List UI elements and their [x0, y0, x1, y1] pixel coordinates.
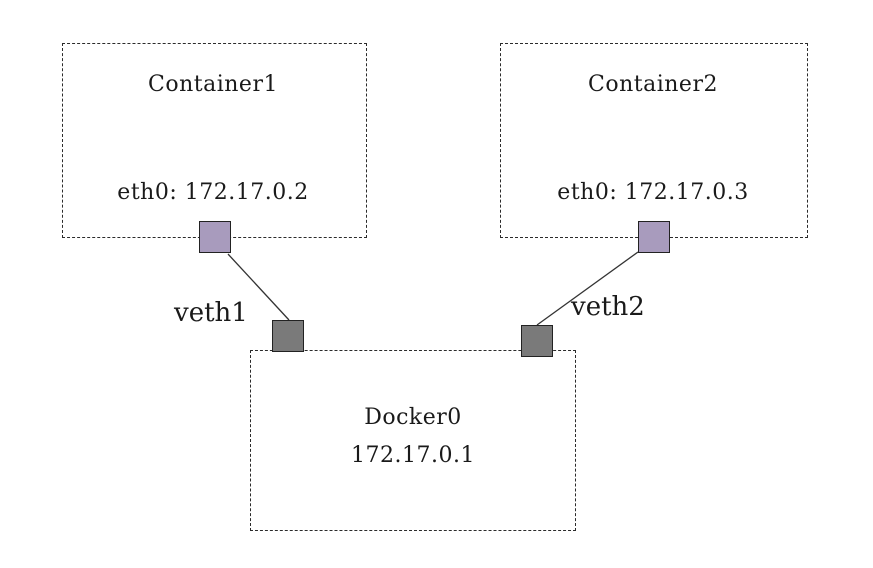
docker0-bridge-box [250, 350, 576, 531]
veth1-label: veth1 [174, 298, 248, 328]
docker0-title: Docker0 [364, 405, 462, 430]
container1-title: Container1 [148, 72, 278, 97]
docker0-ip-address: 172.17.0.1 [351, 443, 475, 468]
container2-eth0-port [638, 221, 670, 253]
container2-title: Container2 [588, 72, 718, 97]
veth2-label: veth2 [571, 292, 645, 322]
container1-eth0-port [199, 221, 231, 253]
veth2-port [521, 325, 553, 357]
veth1-port [272, 320, 304, 352]
container1-eth0-address: eth0: 172.17.0.2 [117, 180, 309, 205]
container2-eth0-address: eth0: 172.17.0.3 [557, 180, 749, 205]
